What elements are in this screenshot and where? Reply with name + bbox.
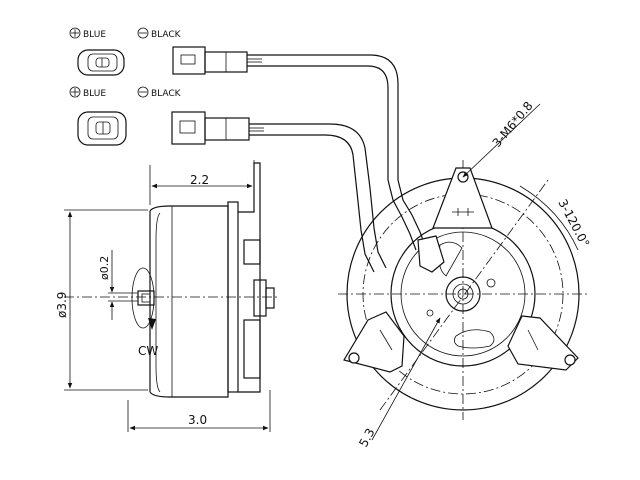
side-view: CW 2.2 3.0 ø3.9 ø0.2 xyxy=(55,160,278,432)
connector-1-face-icon xyxy=(77,49,125,76)
shaft-dimension-label: ø0.2 xyxy=(98,256,111,280)
connector-1-wire xyxy=(247,54,427,251)
screw-callout-label: 3-M6*0.8 xyxy=(490,99,536,150)
connector-2-minus-label: BLACK xyxy=(151,89,182,99)
rotation-arrow-icon xyxy=(131,267,155,329)
radius-callout-label: 5.3 xyxy=(356,426,377,449)
connector-2-plug-icon xyxy=(171,111,250,145)
mount-hole-right-icon xyxy=(564,354,576,366)
plus-symbol-icon xyxy=(69,86,81,98)
front-view: 3-M6*0.8 3-120.0° 5.3 xyxy=(338,99,592,449)
mount-ear-top xyxy=(432,167,493,229)
connector-1-plus-label: BLUE xyxy=(83,30,106,40)
connector-1-plug-icon xyxy=(172,46,248,75)
connector-1: BLUE BLACK xyxy=(69,27,427,251)
rotation-arrowhead-icon xyxy=(148,318,156,330)
mount-hole-left-icon xyxy=(348,352,360,364)
minus-symbol-icon xyxy=(137,86,149,98)
rotation-label: CW xyxy=(138,344,158,358)
connector-2-wire xyxy=(249,123,387,273)
bottom-dimension-label: 3.0 xyxy=(188,413,207,427)
plus-symbol-icon xyxy=(69,27,81,39)
connector-2-plus-label: BLUE xyxy=(83,89,106,99)
mount-ear-right xyxy=(507,315,579,371)
minus-symbol-icon xyxy=(137,27,149,39)
terminal-block xyxy=(417,235,445,273)
diameter-dimension-label: ø3.9 xyxy=(55,292,69,318)
top-dimension-label: 2.2 xyxy=(190,173,209,187)
connector-2: BLUE BLACK xyxy=(69,86,387,273)
connector-2-face-icon xyxy=(77,111,127,146)
connector-1-minus-label: BLACK xyxy=(151,30,182,40)
